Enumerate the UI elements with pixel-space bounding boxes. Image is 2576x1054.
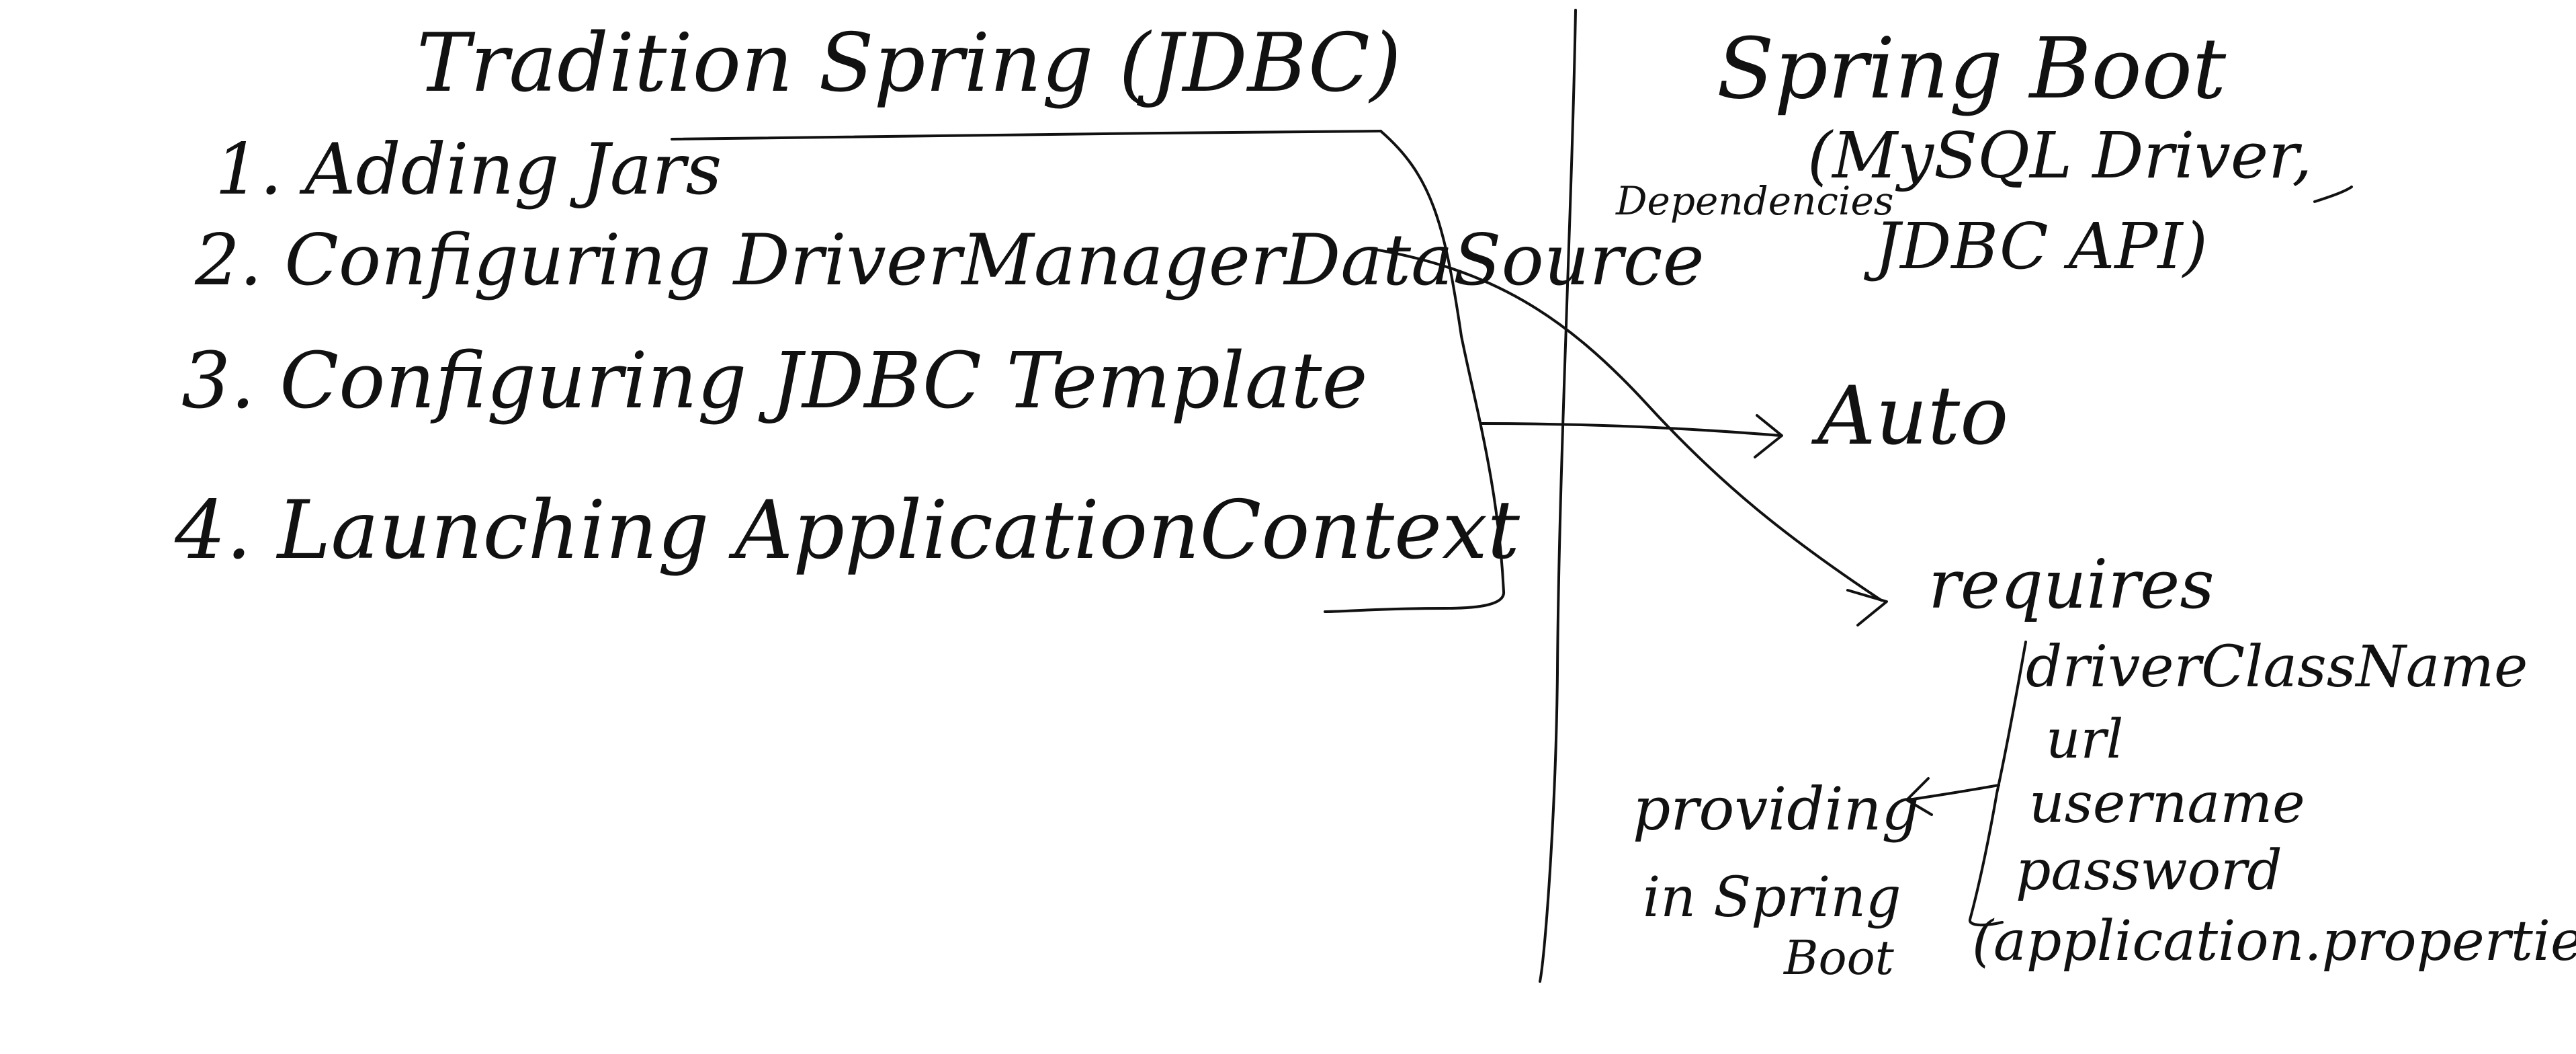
left-title-underline — [671, 130, 1382, 140]
right-panel-title: Spring Boot — [1717, 20, 2227, 118]
step-configuring-datasource: 2. Configuring DriverManagerDataSource — [195, 219, 1705, 301]
left-panel-title: Tradition Spring (JDBC) — [417, 17, 1402, 110]
required-driver-class-name: driverClassName — [2026, 634, 2528, 700]
providing-arrow-head — [1905, 777, 1933, 816]
requires-brace — [1969, 641, 2027, 927]
requires-arrow-line — [1369, 247, 1883, 602]
auto-arrow-line — [1480, 422, 1782, 437]
required-password: password — [2016, 839, 2282, 903]
providing-note-line-2: in Spring — [1643, 866, 1901, 930]
panel-divider-line — [1539, 9, 1577, 983]
providing-note-line-1: providing — [1633, 774, 1920, 844]
providing-arrow-line — [1907, 784, 2000, 801]
dependency-jdbc-api: JDBC API) — [1875, 210, 2208, 284]
requires-arrow-head — [1846, 589, 1888, 626]
providing-note-line-3: Boot — [1784, 930, 1894, 985]
required-url: url — [2046, 708, 2124, 770]
requires-label: requires — [1928, 545, 2215, 624]
dependencies-label: Dependencies — [1616, 178, 1894, 224]
dependency-mysql-driver: (MySQL Driver, — [1807, 119, 2313, 193]
steps-bracket — [1324, 130, 1505, 613]
step-launching-context: 4. Launching ApplicationContext — [175, 484, 1520, 577]
step-adding-jars: 1. Adding Jars — [215, 128, 722, 210]
dependencies-flourish — [2313, 186, 2353, 203]
step-configuring-jdbc-template: 3. Configuring JDBC Template — [181, 336, 1368, 426]
application-properties-note: (application.properties) — [1972, 909, 2576, 973]
auto-arrow-head — [1754, 414, 1783, 458]
required-username: username — [2029, 772, 2305, 836]
auto-label: Auto — [1817, 370, 2009, 463]
